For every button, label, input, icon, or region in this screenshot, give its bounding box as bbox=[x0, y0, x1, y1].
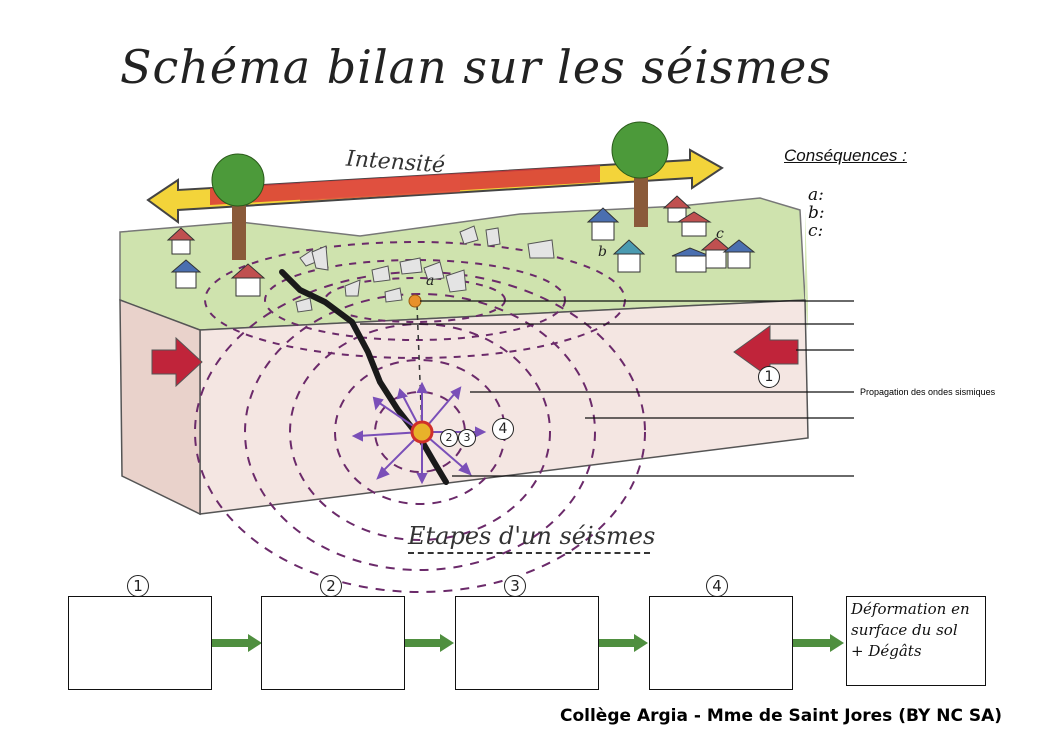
final-line-3: + Dégâts bbox=[851, 642, 922, 660]
step-box-4 bbox=[649, 596, 793, 690]
right-force-arrow bbox=[733, 325, 799, 379]
consequences-heading: Conséquences : bbox=[784, 146, 907, 165]
focus-marker-2: 2 bbox=[440, 429, 458, 447]
final-line-2: surface du sol bbox=[851, 621, 958, 639]
final-outcome-box: Déformation en surface du sol + Dégâts bbox=[846, 596, 986, 686]
step-number-3: 3 bbox=[504, 575, 526, 597]
credit-line: Collège Argia - Mme de Saint Jores (BY N… bbox=[560, 706, 1003, 726]
annotation-lines bbox=[360, 300, 854, 477]
houses-destroyed bbox=[295, 225, 555, 313]
step-arrows bbox=[212, 634, 844, 652]
propagation-annotation: Propagation des ondes sismiques bbox=[860, 387, 996, 397]
step-number-1: 1 bbox=[127, 575, 149, 597]
step-number-2: 2 bbox=[320, 575, 342, 597]
page-title: Schéma bilan sur les séismes bbox=[120, 40, 832, 94]
houses-intact bbox=[166, 195, 756, 297]
label-a: a bbox=[426, 273, 435, 289]
left-force-arrow bbox=[151, 336, 203, 388]
epicentre-point bbox=[408, 294, 422, 308]
final-line-1: Déformation en bbox=[851, 600, 970, 618]
focus-marker-3: 3 bbox=[458, 429, 476, 447]
surface-waves bbox=[204, 241, 626, 359]
fault-line bbox=[279, 269, 449, 485]
wave-marker-4: 4 bbox=[492, 418, 514, 440]
steps-heading-underline bbox=[408, 552, 650, 554]
block-left-face bbox=[119, 298, 201, 516]
tree-left bbox=[211, 153, 265, 260]
step-number-4: 4 bbox=[706, 575, 728, 597]
step-box-2 bbox=[261, 596, 405, 690]
consequence-item-b: b: bbox=[808, 203, 825, 223]
tree-right bbox=[611, 121, 669, 227]
label-c: c bbox=[716, 226, 724, 242]
consequences-list: a: b: c: bbox=[808, 186, 825, 240]
force-marker-1: 1 bbox=[758, 366, 780, 388]
intensity-arrow bbox=[146, 148, 724, 224]
steps-heading: Etapes d'un séismes bbox=[408, 522, 656, 550]
label-b: b bbox=[598, 244, 607, 260]
step-box-1 bbox=[68, 596, 212, 690]
epicentre-line bbox=[416, 304, 423, 433]
consequence-item-c: c: bbox=[808, 221, 824, 241]
step-box-3 bbox=[455, 596, 599, 690]
focus-point bbox=[410, 420, 434, 444]
consequence-item-a: a: bbox=[808, 185, 824, 205]
